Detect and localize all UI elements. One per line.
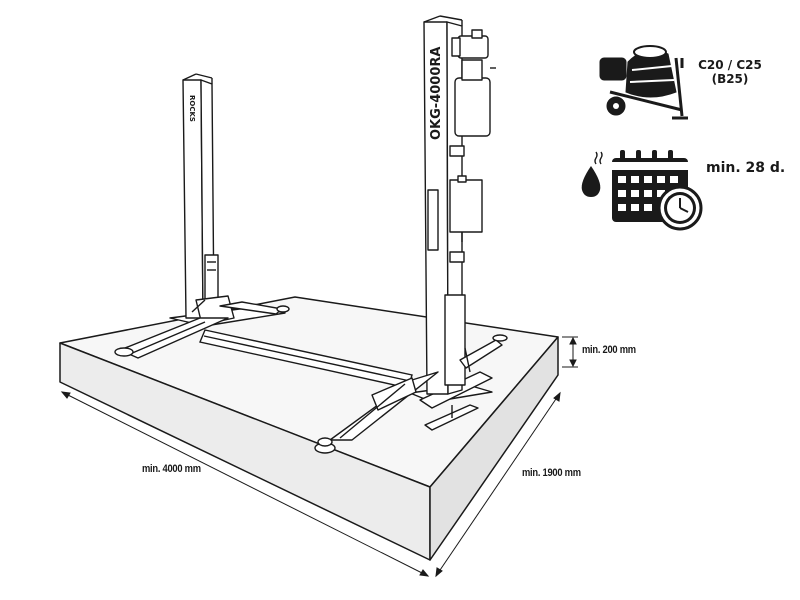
length-dimension-label: min. 4000 mm	[142, 463, 201, 475]
water-drop-icon	[581, 151, 603, 197]
concrete-class-line2: (B25)	[711, 72, 749, 86]
calendar-clock-icon	[612, 150, 703, 231]
concrete-class-line1: C20 / C25	[698, 58, 762, 72]
left-front-arm	[119, 317, 229, 359]
width-arrow-end	[553, 391, 561, 402]
concrete-mixer-icon	[599, 45, 688, 120]
right-column-model: OKG-4000RA	[429, 47, 444, 140]
left-front-arm-pad	[114, 347, 134, 357]
width-dimension-label: min. 1900 mm	[522, 467, 581, 479]
length-arrow-end	[419, 569, 430, 577]
width-arrow-start	[435, 567, 443, 578]
right-rear-arm-pad	[492, 334, 508, 342]
right-carriage	[444, 294, 466, 386]
oil-tank	[454, 77, 491, 137]
width-dimension-line	[435, 392, 561, 577]
slab-side-face	[429, 336, 559, 561]
right-column	[314, 15, 508, 454]
right-rear-arm	[459, 339, 503, 369]
dimension-lines	[60, 336, 578, 578]
curing-time-label: min. 28 d.	[706, 160, 786, 176]
concrete-class-label: C20 / C25 (B25)	[690, 58, 770, 86]
hydraulic-motor	[457, 35, 489, 59]
thickness-arrow-top	[569, 336, 577, 345]
length-arrow-start	[60, 391, 71, 399]
thickness-dimension-label: min. 200 mm	[582, 344, 636, 356]
length-dimension-line	[61, 391, 429, 577]
thickness-arrow-bottom	[569, 359, 577, 368]
left-rear-arm-pad	[276, 305, 290, 313]
left-column	[114, 73, 290, 359]
left-column-brand: ROCKS	[188, 95, 196, 122]
control-box	[449, 179, 483, 233]
